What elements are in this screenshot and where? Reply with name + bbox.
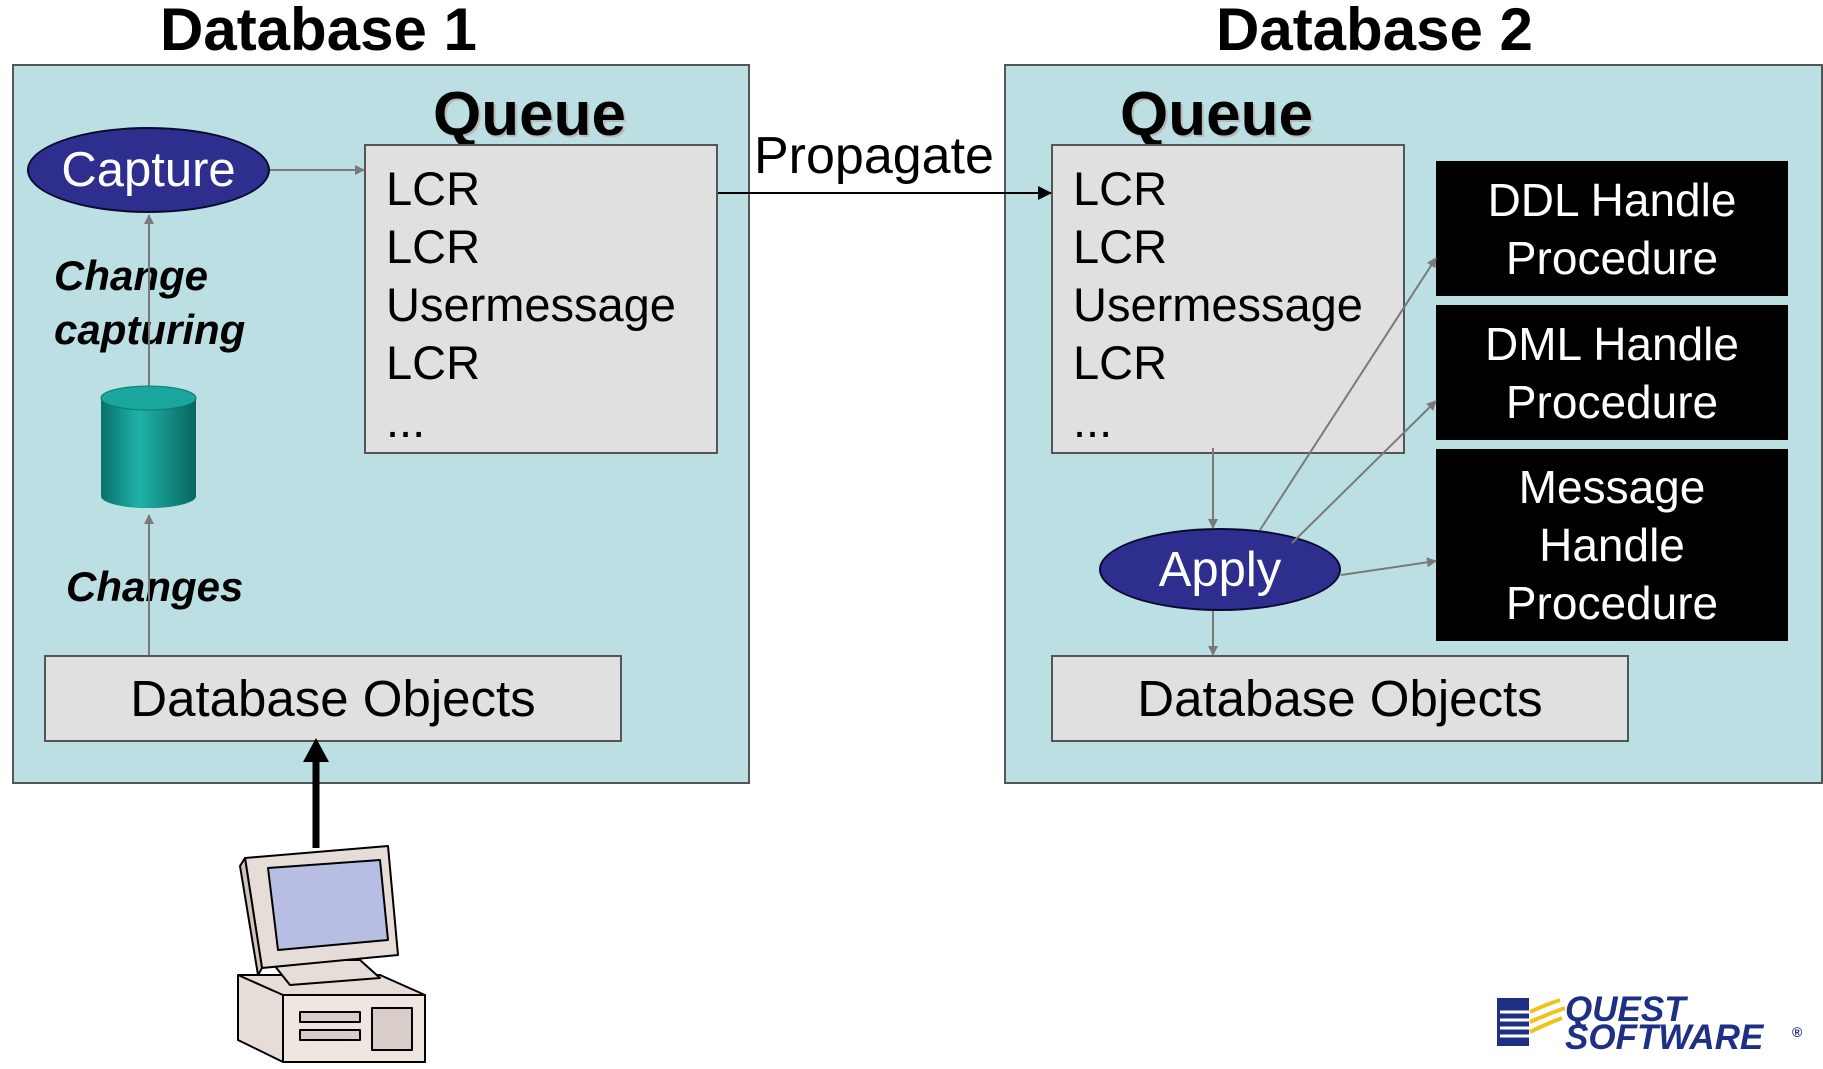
database-2-objects: Database Objects [1051,655,1629,742]
queue-item: Usermessage [1073,278,1363,331]
apply-to-message-arrow [1340,557,1437,576]
database-1-objects-label: Database Objects [130,670,536,727]
apply-to-ddl-arrow [1259,257,1437,531]
database-2-objects-label: Database Objects [1137,670,1543,727]
database-2-title: Database 2 [1216,0,1533,63]
database-2-queue-title: Queue [1120,80,1313,149]
user-to-objects-arrowhead [303,738,329,762]
apply-label: Apply [1158,542,1282,597]
quest-software-logo [1497,998,1566,1046]
capture-process: Capture [27,127,270,213]
capture-label: Capture [61,143,236,197]
database-1-title: Database 1 [160,0,477,63]
handler-line: Procedure [1505,231,1719,284]
message-handler-procedure: Message Handle Procedure [1436,449,1788,641]
database-1-queue: LCR LCR Usermessage LCR ... [364,144,718,454]
queue-item: LCR [386,162,481,215]
desktop-computer-icon [237,845,426,1063]
queue-item: LCR [1073,162,1168,215]
apply-process: Apply [1099,528,1341,611]
database-2-queue: LCR LCR Usermessage LCR ... [1051,144,1405,454]
queue-item: LCR [386,336,481,389]
queue-item: ... [1073,394,1113,447]
changes-label: Changes [66,563,244,610]
dml-handler-procedure: DML Handle Procedure [1436,305,1788,440]
apply-to-dml-arrow [1291,400,1437,544]
logo-line-1: QUEST [1565,990,1686,1029]
propagate-label: Propagate [754,127,994,185]
handler-line: Procedure [1505,375,1719,428]
change-capturing-label: Change capturing [54,249,245,357]
handler-line: DML Handle [1485,317,1739,370]
handler-line: DDL Handle [1487,173,1737,226]
queue-item: LCR [386,220,481,273]
queue-item: Usermessage [386,278,676,331]
logo-line-2: SOFTWARE [1565,1018,1764,1057]
change-capturing-line-1: Change [54,252,209,299]
database-1-queue-title: Queue [433,80,626,149]
queue-item: LCR [1073,336,1168,389]
ddl-handler-procedure: DDL Handle Procedure [1436,161,1788,296]
queue-item: ... [386,394,426,447]
logo-registered-mark: ® [1792,1024,1803,1040]
handler-line: Handle [1539,519,1685,571]
database-1-objects: Database Objects [44,655,622,742]
database-cylinder-icon [100,385,197,508]
handler-line: Message [1518,461,1706,513]
queue-item: LCR [1073,220,1168,273]
handler-line: Procedure [1505,577,1719,629]
